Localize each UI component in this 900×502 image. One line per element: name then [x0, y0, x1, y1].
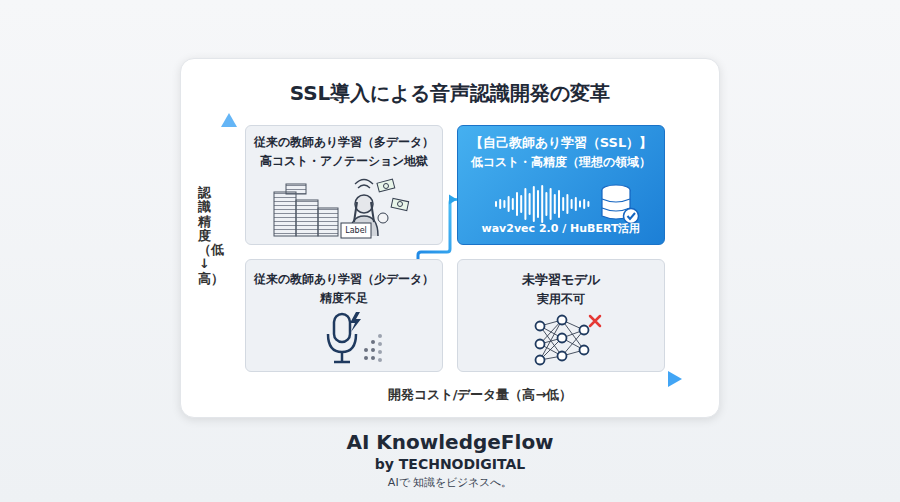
- quadrant-box: 未学習モデル実用不可: [457, 259, 665, 372]
- x-axis-head: [668, 371, 682, 387]
- box-text: 精度不足: [320, 291, 368, 307]
- box-text: 【自己教師あり学習（SSL）】: [470, 135, 652, 152]
- tagline: AIで 知識をビジネスへ。: [250, 475, 650, 490]
- box-text: 実用不可: [537, 292, 585, 308]
- axis-label: 認識精度（低↓高）: [198, 186, 211, 286]
- box-text: 従来の教師あり学習（少データ）: [254, 272, 434, 288]
- box-text: wav2vec 2.0 / HuBERT活用: [482, 222, 641, 236]
- x-axis: [227, 377, 670, 381]
- y-axis-head: [221, 113, 237, 127]
- quadrant-box: 従来の教師あり学習（少データ） 精度不足: [245, 259, 443, 372]
- box-text: 未学習モデル: [522, 272, 600, 289]
- quadrant-box: 【自己教師あり学習（SSL）】低コスト・高精度（理想の領域） wav2vec 2.…: [457, 125, 665, 245]
- box-text: 従来の教師あり学習（多データ）: [254, 135, 434, 151]
- quadrant-box: 従来の教師あり学習（多データ） 高コスト・アノテーション地獄 Label: [245, 125, 443, 245]
- brand-sub: by TECHNODIGITAL: [250, 456, 650, 472]
- tag-text: Label: [341, 225, 371, 236]
- box-text: 高コスト・アノテーション地獄: [260, 154, 428, 170]
- axis-label: 開発コスト/データ量（高→低）: [300, 386, 660, 404]
- box-text: 低コスト・高精度（理想の領域）: [471, 155, 651, 171]
- y-axis: [227, 124, 231, 381]
- brand-name: AI KnowledgeFlow: [250, 430, 650, 454]
- diagram-title: SSL導入による音声認識開発の変革: [180, 80, 720, 107]
